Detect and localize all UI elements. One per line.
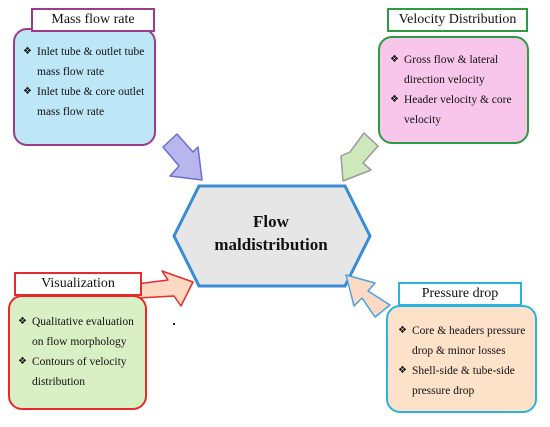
pressure-item: Core & headers pressure drop & minor los… (398, 321, 531, 361)
mass-flow-item: Inlet tube & core outlet mass flow rate (23, 82, 148, 122)
center-hexagon (172, 184, 372, 288)
mass-flow-title: Mass flow rate (31, 8, 155, 32)
velocity-item: Header velocity & core velocity (390, 90, 521, 130)
center-label: Flow maldistribution (186, 210, 356, 256)
visualization-item: Qualitative evaluation on flow morpholog… (18, 312, 141, 352)
center-label-line2: maldistribution (214, 235, 328, 254)
pressure-item: Shell-side & tube-side pressure drop (398, 361, 531, 401)
visualization-panel: Qualitative evaluation on flow morpholog… (8, 295, 147, 410)
stray-dot (173, 323, 175, 325)
arrow-velocity (340, 132, 379, 182)
arrow-pressure (345, 274, 391, 318)
mass-flow-panel: Inlet tube & outlet tube mass flow rate … (13, 28, 156, 146)
pressure-panel: Core & headers pressure drop & minor los… (386, 305, 537, 413)
mass-flow-item: Inlet tube & outlet tube mass flow rate (23, 42, 148, 82)
pressure-title: Pressure drop (398, 282, 522, 306)
center-label-line1: Flow (253, 212, 289, 231)
velocity-item: Gross flow & lateral direction velocity (390, 50, 521, 90)
velocity-panel: Gross flow & lateral direction velocity … (378, 36, 529, 144)
velocity-title: Velocity Distribution (387, 8, 528, 32)
visualization-title: Visualization (14, 272, 142, 296)
visualization-item: Contours of velocity distribution (18, 352, 141, 392)
arrow-mass-flow (162, 133, 203, 181)
